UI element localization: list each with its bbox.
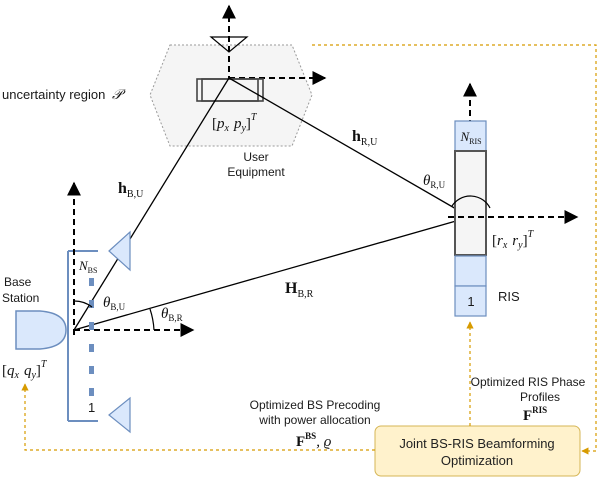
channel-h-ru: hR,U (352, 128, 378, 148)
uncertainty-label: uncertainty region 𝒫 (2, 87, 126, 103)
bs-antenna-top-icon (108, 230, 131, 272)
ris-angle-arc (451, 195, 491, 209)
optimization-line1: Joint BS-RIS Beamforming (399, 436, 554, 451)
ris-n-label: NRIS (459, 129, 481, 146)
feedback-to-bs (21, 383, 375, 451)
user-label-line2: Equipment (227, 165, 285, 179)
user-device (196, 78, 264, 102)
user-label-line1: User (243, 150, 268, 164)
user-antenna-icon (209, 36, 249, 53)
bs-precoding-line2: with power allocation (258, 413, 370, 427)
bs-element-dots (89, 278, 94, 396)
link-bs-user (73, 77, 230, 331)
link-bs-ris (73, 216, 471, 331)
ris-element-bottom (454, 285, 487, 317)
ris-center-panel (454, 150, 487, 256)
theta-br-label: θB,R (161, 306, 183, 323)
ris-label: RIS (498, 289, 520, 304)
bs-precoding-symbol: FBS, ϱ (296, 431, 332, 450)
bs-index-one: 1 (88, 400, 95, 415)
link-ris-user (228, 77, 471, 218)
optimization-box (374, 425, 581, 477)
bs-angle-arc-user (73, 300, 93, 308)
bs-label-line2: Station (2, 291, 39, 305)
ris-element-top (454, 120, 487, 152)
bs-n-label: NBS (78, 258, 97, 275)
bs-angle-arc-ris (149, 308, 155, 331)
channel-h-bu: hB,U (118, 180, 144, 200)
bs-dish (15, 310, 67, 350)
ris-phase-line1: Optimized RIS Phase (471, 375, 586, 389)
bs-precoding-line1: Optimized BS Precoding (250, 398, 381, 412)
ris-index-one: 1 (467, 294, 474, 309)
theta-ru-label: θR,U (423, 173, 446, 190)
theta-bu-label: θB,U (103, 295, 126, 312)
ris-phase-symbol: FRIS (523, 405, 547, 424)
ris-element-mid (454, 255, 487, 287)
feedback-from-user (312, 44, 597, 455)
channel-H-br: HB,R (285, 280, 314, 300)
bs-antenna-bottom-icon (108, 396, 131, 434)
bs-label-line1: Base (4, 275, 32, 289)
optimization-line2: Optimization (441, 453, 513, 468)
ris-phase-line2: Profiles (520, 390, 560, 404)
